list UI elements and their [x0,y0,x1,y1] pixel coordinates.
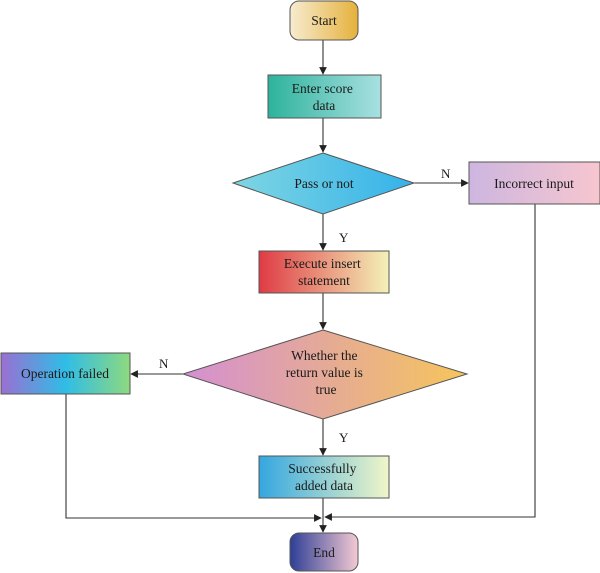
node-start: Start [289,0,359,41]
edge-label-return-yes: Y [339,430,349,445]
node-return-value: Whether the return value is true [181,329,469,420]
node-incorrect-input-label: Incorrect input [494,176,574,191]
node-start-label: Start [311,13,337,28]
node-operation-failed: Operation failed [0,352,131,395]
edges [65,40,536,533]
node-enter-score-label: Enter score data [292,81,356,113]
node-return-value-label: Whether the return value is true [286,348,367,397]
node-incorrect-input: Incorrect input [468,161,600,205]
node-execute-insert: Execute insert statement [258,250,390,294]
node-success-label: Successfully added data [288,461,360,493]
node-success: Successfully added data [258,455,390,499]
node-operation-failed-label: Operation failed [21,366,109,381]
edge-label-pass-no: N [441,166,451,181]
node-end-label: End [313,545,335,560]
node-pass-or-not-label: Pass or not [294,176,354,191]
edge-label-pass-yes: Y [339,230,349,245]
edge-label-return-no: N [159,356,169,371]
edge-incorrect-to-end [324,204,536,521]
node-execute-insert-label: Execute insert statement [284,256,364,288]
node-pass-or-not: Pass or not [231,152,416,215]
node-enter-score: Enter score data [267,74,382,119]
edge-failed-to-end [65,394,322,522]
node-end: End [289,532,359,572]
